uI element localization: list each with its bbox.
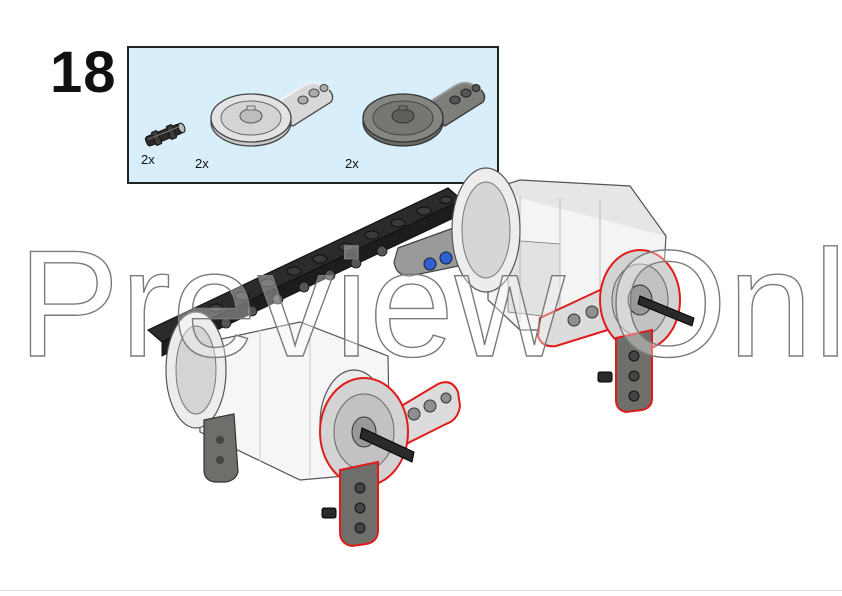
light-gray-wheel-beam-icon [210,81,334,147]
page-divider [0,590,842,591]
part-dark-gray-wheel-beam: 2x [345,66,492,178]
back-beam [146,187,464,357]
dark-gray-wheel-beam-icon [362,81,486,147]
part-quantity: 2x [195,156,209,171]
left-wheel-beam [319,377,462,548]
parts-callout: 2x 2x [127,46,499,184]
part-quantity: 2x [345,156,359,171]
right-wheel-beam [536,249,695,414]
connector-pin-icon [144,122,186,147]
step-number: 18 [50,40,117,105]
part-quantity: 2x [141,152,155,167]
part-light-gray-wheel-beam: 2x [195,66,337,178]
part-connector-pin: 2x [139,118,189,167]
